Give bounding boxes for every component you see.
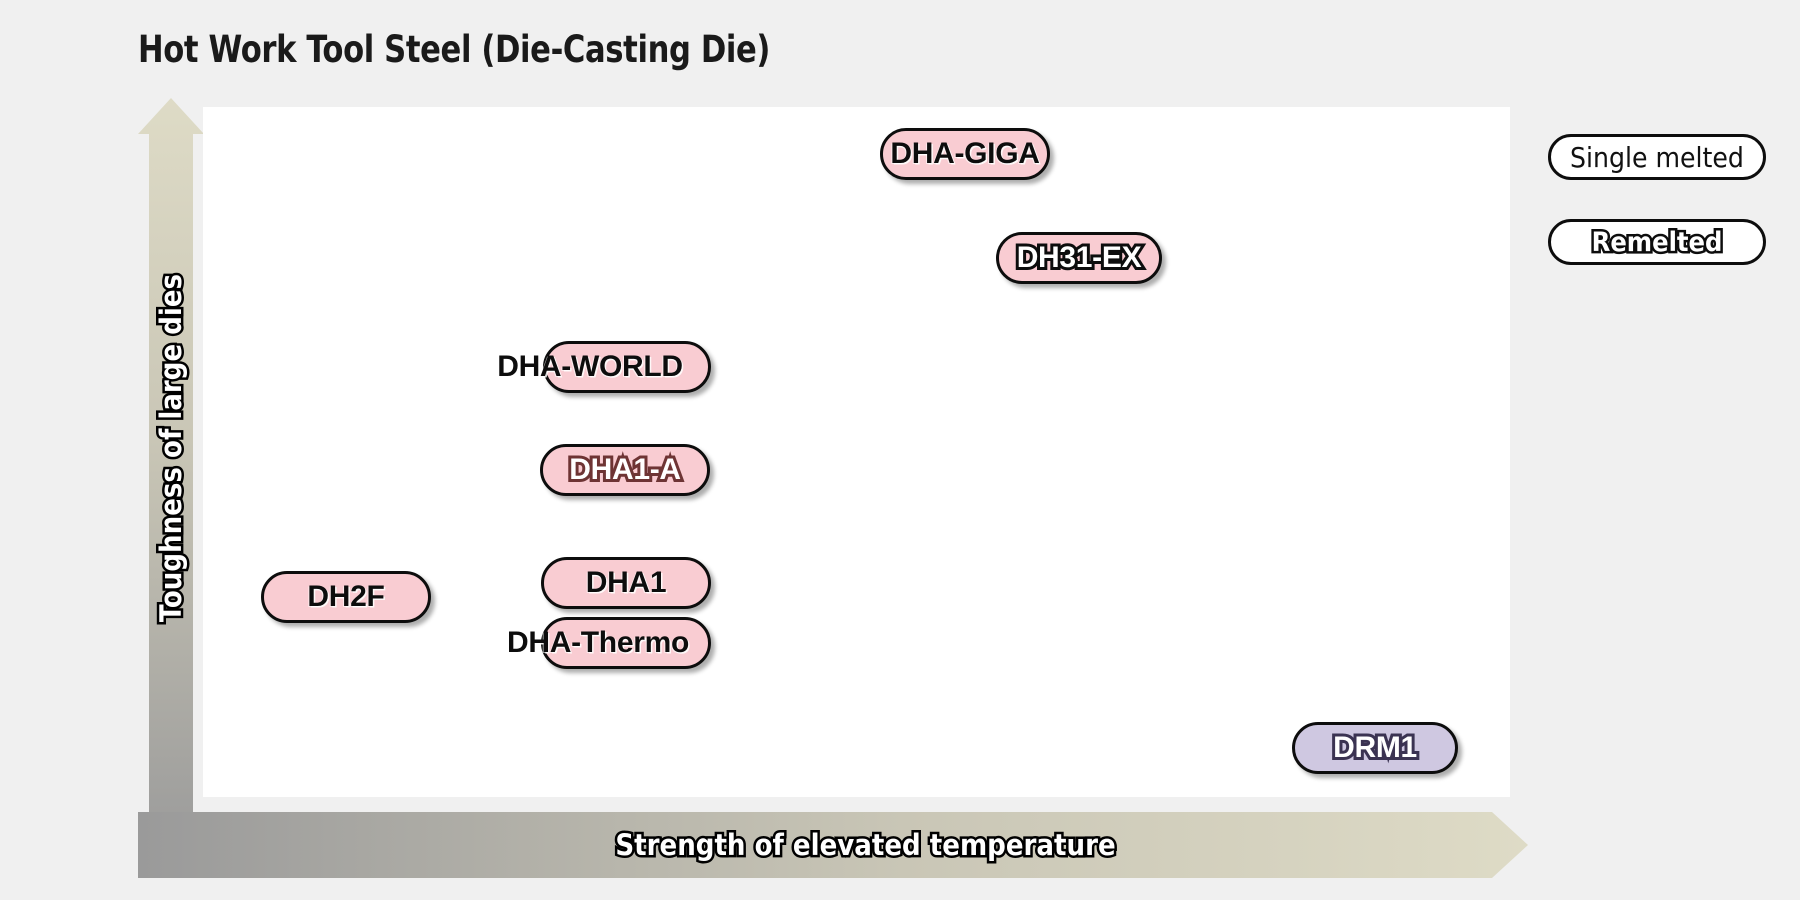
x-axis-arrow [138, 812, 1528, 878]
data-point-dh2f[interactable] [261, 571, 431, 623]
data-point-dha-thermo[interactable] [541, 617, 711, 669]
data-point-label-dh31-ex: DH31-EX [1014, 238, 1145, 277]
data-point-dha-world[interactable] [543, 341, 711, 393]
plot-area [203, 107, 1510, 797]
data-point-drm1[interactable] [1292, 722, 1458, 774]
legend-item-single-melted[interactable]: Single melted [1548, 134, 1766, 180]
data-point-label-drm1: DRM1 [1330, 728, 1420, 767]
data-point-label-dha-thermo: DHA-Thermo [507, 626, 689, 659]
legend-item-remelted[interactable]: Remelted [1548, 219, 1766, 265]
data-point-dha1-a[interactable] [540, 444, 710, 496]
y-axis-arrow [138, 98, 204, 858]
page-title: Hot Work Tool Steel (Die-Casting Die) [138, 28, 771, 71]
data-point-label-dha-giga: DHA-GIGA [890, 137, 1040, 170]
data-point-dh31-ex[interactable] [996, 232, 1162, 284]
data-point-label-dha1: DHA1 [585, 566, 667, 599]
legend-item-label: Remelted [1589, 224, 1725, 260]
data-point-label-dha1-a: DHA1-A [566, 450, 684, 489]
data-point-dha1[interactable] [541, 557, 711, 609]
legend-item-label: Single melted [1570, 140, 1744, 174]
data-point-label-dha-world: DHA-WORLD [497, 350, 683, 383]
data-point-dha-giga[interactable] [880, 128, 1050, 180]
data-point-label-dh2f: DH2F [307, 580, 385, 613]
